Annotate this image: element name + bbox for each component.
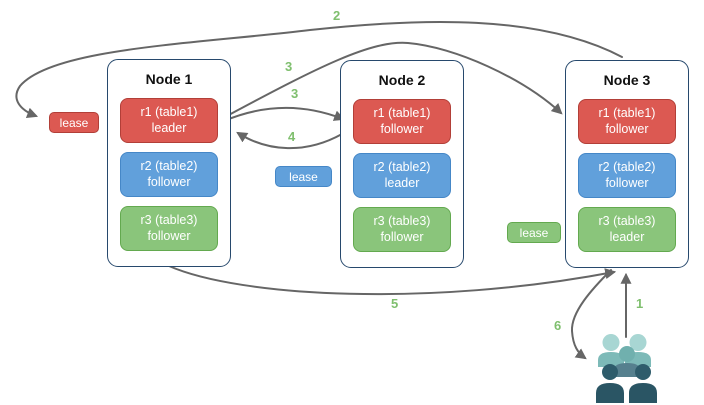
replica-role: follower [605, 175, 649, 190]
replica-r1-node2: r1 (table1) follower [353, 99, 451, 144]
replica-name: r3 (table3) [598, 213, 656, 228]
lease-badge-red: lease [49, 112, 99, 133]
user-figure-mid-center [614, 346, 640, 377]
node-title: Node 2 [378, 72, 426, 88]
replica-r3-node1: r3 (table3) follower [120, 206, 218, 251]
replica-role: leader [609, 229, 645, 244]
replica-r3-node3: r3 (table3) leader [578, 207, 676, 252]
replica-r2-node3: r2 (table2) follower [578, 153, 676, 198]
replica-role: leader [384, 175, 420, 190]
replica-role: leader [151, 120, 187, 135]
lease-badge-green: lease [507, 222, 561, 243]
node-title: Node 3 [603, 72, 651, 88]
replica-r2-node2: r2 (table2) leader [353, 153, 451, 198]
replica-r3-node2: r3 (table3) follower [353, 207, 451, 252]
user-figure-dark-right [629, 364, 657, 403]
replica-name: r2 (table2) [373, 159, 431, 174]
step-label-6: 6 [554, 318, 562, 333]
replica-name: r3 (table3) [140, 212, 198, 227]
replica-role: follower [147, 174, 191, 189]
replica-name: r3 (table3) [373, 213, 431, 228]
step-label-4: 4 [288, 129, 296, 144]
replica-name: r2 (table2) [140, 158, 198, 173]
node-card-2: Node 2 r1 (table1) follower r2 (table2) … [340, 60, 464, 268]
replica-role: follower [380, 121, 424, 136]
replica-r1-node1: r1 (table1) leader [120, 98, 218, 143]
step-label-5: 5 [391, 296, 399, 311]
replica-r2-node1: r2 (table2) follower [120, 152, 218, 197]
step-label-3-mid: 3 [291, 86, 299, 101]
replica-role: follower [380, 229, 424, 244]
node-title: Node 1 [145, 71, 193, 87]
step-label-1: 1 [636, 296, 644, 311]
replica-name: r1 (table1) [598, 105, 656, 120]
replica-name: r1 (table1) [373, 105, 431, 120]
arrow-step-5 [168, 265, 617, 296]
node-card-3: Node 3 r1 (table1) follower r2 (table2) … [565, 60, 689, 268]
step-label-3-top: 3 [285, 59, 293, 74]
replica-r1-node3: r1 (table1) follower [578, 99, 676, 144]
lease-badge-blue: lease [275, 166, 332, 187]
arrow-step-3-to-node2 [223, 107, 346, 122]
user-figure-light-left [598, 334, 624, 367]
step-label-2: 2 [333, 8, 341, 23]
replica-role: follower [605, 121, 649, 136]
user-figure-dark-left [596, 364, 624, 403]
replica-role: follower [147, 228, 191, 243]
replica-name: r2 (table2) [598, 159, 656, 174]
node-card-1: Node 1 r1 (table1) leader r2 (table2) fo… [107, 59, 231, 267]
users-group-icon [596, 334, 657, 403]
replica-name: r1 (table1) [140, 104, 198, 119]
